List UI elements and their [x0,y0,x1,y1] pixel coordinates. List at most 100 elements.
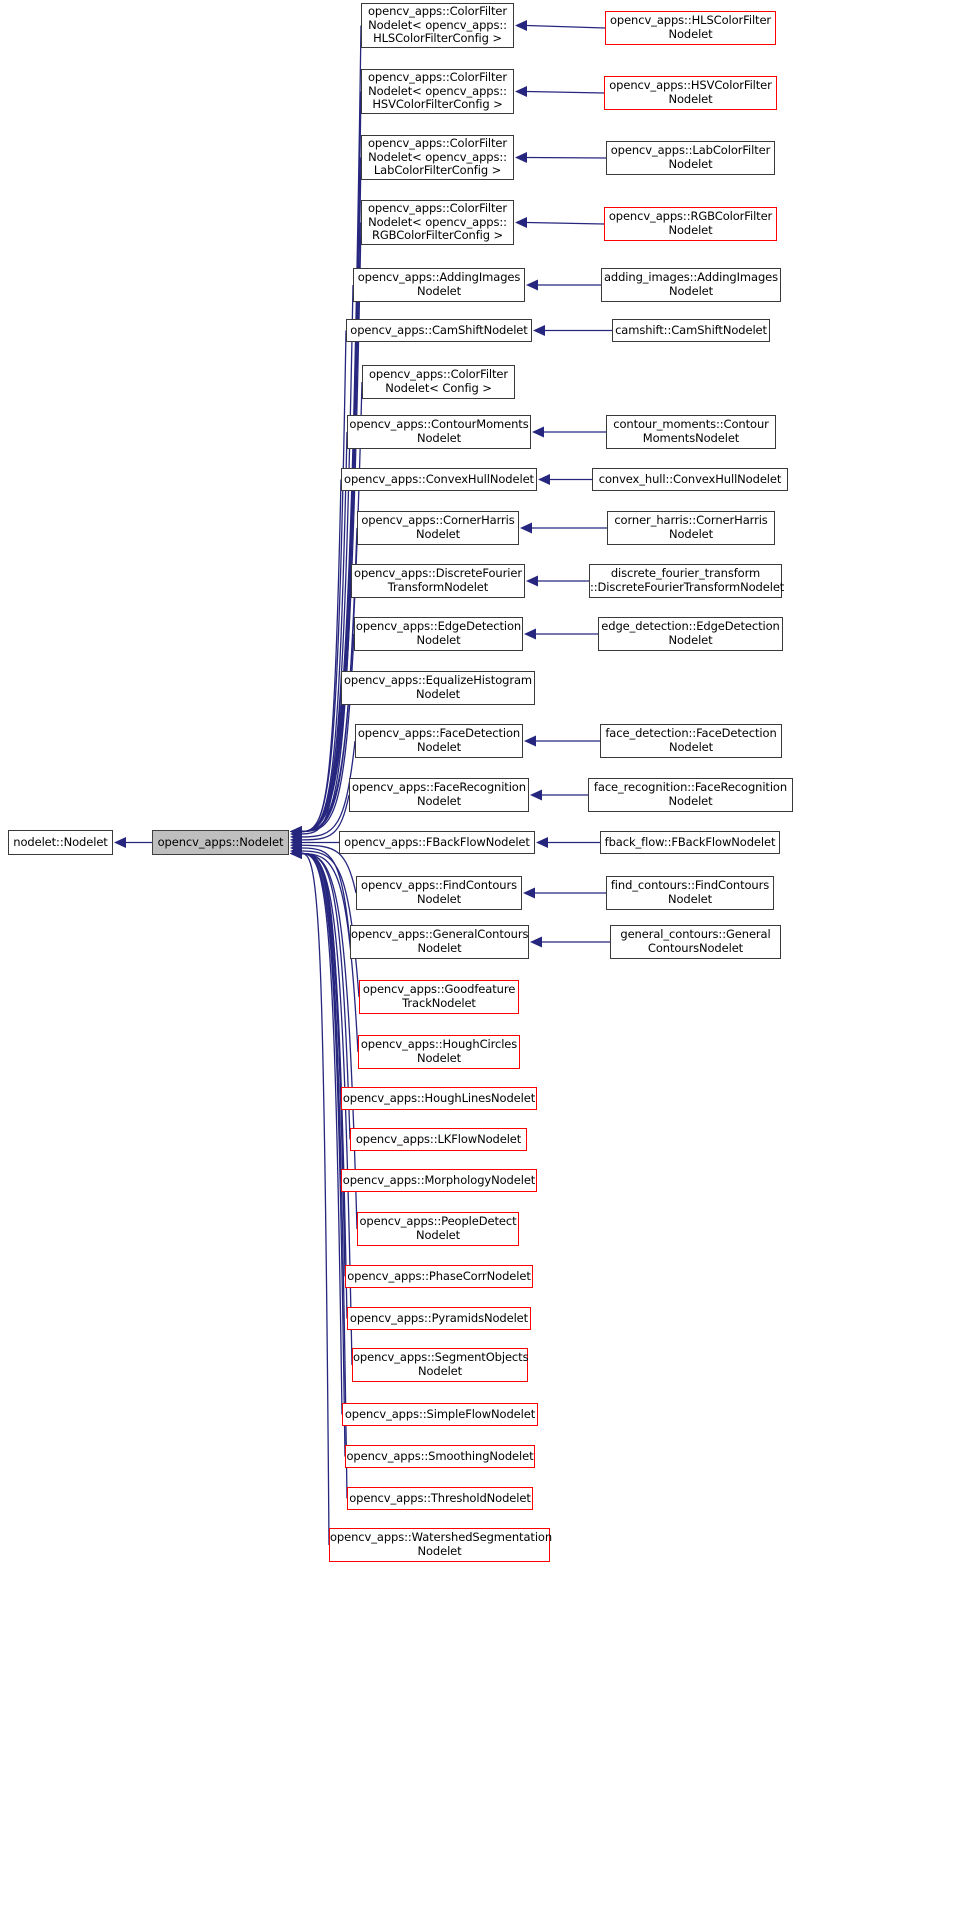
edge-middle-contour_moments [301,431,348,833]
arrowhead-right-r_convex_hull [538,474,550,485]
arrowhead-middle-hough_circles [290,848,302,859]
class-node-r_edge_detection[interactable]: edge_detection::EdgeDetection Nodelet [598,617,783,651]
arrowhead-middle-threshold [290,848,302,859]
class-node-label: opencv_apps::DiscreteFourier TransformNo… [354,566,522,594]
class-node-label: corner_harris::CornerHarris Nodelet [614,513,768,541]
class-node-label: opencv_apps::EdgeDetection Nodelet [355,619,522,647]
class-node-general_contours[interactable]: opencv_apps::GeneralContours Nodelet [350,925,529,959]
class-node-r_convex_hull[interactable]: convex_hull::ConvexHullNodelet [592,468,788,491]
class-node-fback_flow[interactable]: opencv_apps::FBackFlowNodelet [339,831,535,854]
class-node-r_lab[interactable]: opencv_apps::LabColorFilter Nodelet [606,141,775,175]
class-node-camshift[interactable]: opencv_apps::CamShiftNodelet [346,319,532,342]
edge-middle-face_detection [301,740,356,838]
class-node-simple_flow[interactable]: opencv_apps::SimpleFlowNodelet [342,1403,538,1426]
class-node-smoothing[interactable]: opencv_apps::SmoothingNodelet [345,1445,535,1468]
class-node-discrete_fourier[interactable]: opencv_apps::DiscreteFourier TransformNo… [351,564,525,598]
class-node-contour_moments[interactable]: opencv_apps::ContourMoments Nodelet [347,415,531,449]
edge-middle-smoothing [301,852,346,1457]
class-node-colorfilter_lab[interactable]: opencv_apps::ColorFilter Nodelet< opencv… [361,135,514,180]
class-node-label: face_recognition::FaceRecognition Nodele… [593,780,788,808]
arrowhead-middle-equalize_histogram [290,828,302,840]
class-node-hough_lines[interactable]: opencv_apps::HoughLinesNodelet [341,1087,537,1110]
class-node-equalize_histogram[interactable]: opencv_apps::EqualizeHistogram Nodelet [341,671,535,705]
class-node-hough_circles[interactable]: opencv_apps::HoughCircles Nodelet [358,1035,520,1069]
class-node-label: opencv_apps::ColorFilter Nodelet< Config… [368,367,509,395]
arrowhead-middle-smoothing [290,848,302,859]
class-node-colorfilter_hsv[interactable]: opencv_apps::ColorFilter Nodelet< opencv… [361,69,514,114]
class-node-face_detection[interactable]: opencv_apps::FaceDetection Nodelet [355,724,523,758]
arrowhead-right-r_edge_detection [524,628,536,640]
class-node-r_fback_flow[interactable]: fback_flow::FBackFlowNodelet [600,831,780,854]
class-node-label: opencv_apps::PhaseCorrNodelet [347,1268,531,1283]
arrowhead-base [114,837,126,848]
class-node-pyramids[interactable]: opencv_apps::PyramidsNodelet [347,1307,531,1330]
class-node-r_camshift[interactable]: camshift::CamShiftNodelet [612,319,770,342]
class-node-label: opencv_apps::HoughCircles Nodelet [360,1037,518,1065]
arrowhead-middle-goodfeature_track [290,845,302,857]
class-node-r_hls[interactable]: opencv_apps::HLSColorFilter Nodelet [605,11,776,45]
class-node-label: edge_detection::EdgeDetection Nodelet [601,619,780,647]
class-node-r_find_contours[interactable]: find_contours::FindContours Nodelet [606,876,774,910]
class-node-face_recognition[interactable]: opencv_apps::FaceRecognition Nodelet [349,778,529,812]
class-node-label: opencv_apps::FaceDetection Nodelet [357,726,521,754]
class-node-r_face_recognition[interactable]: face_recognition::FaceRecognition Nodele… [588,778,793,812]
arrowhead-middle-simple_flow [290,848,302,859]
arrowhead-right-r_face_recognition [530,789,542,801]
class-node-phase_corr[interactable]: opencv_apps::PhaseCorrNodelet [345,1265,533,1288]
class-node-segment_objects[interactable]: opencv_apps::SegmentObjects Nodelet [352,1348,529,1382]
class-node-threshold[interactable]: opencv_apps::ThresholdNodelet [347,1487,533,1510]
class-node-watershed[interactable]: opencv_apps::WatershedSegmentation Nodel… [329,1528,553,1562]
arrowhead-middle-fback_flow [290,837,302,848]
class-node-adding_images[interactable]: opencv_apps::AddingImages Nodelet [353,268,525,302]
class-node-people_detect[interactable]: opencv_apps::PeopleDetect Nodelet [357,1212,519,1246]
class-node-edge_detection[interactable]: opencv_apps::EdgeDetection Nodelet [354,617,523,651]
class-node-r_face_detection[interactable]: face_detection::FaceDetection Nodelet [600,724,782,758]
class-node-convex_hull[interactable]: opencv_apps::ConvexHullNodelet [341,468,537,491]
class-node-opencv_apps_nodelet[interactable]: opencv_apps::Nodelet [152,830,289,855]
class-node-r_discrete_fourier[interactable]: discrete_fourier_transform ::DiscreteFou… [589,564,784,598]
class-node-label: find_contours::FindContours Nodelet [610,878,770,906]
arrowhead-middle-adding_images [290,826,302,837]
class-node-label: opencv_apps::CornerHarris Nodelet [361,513,515,541]
arrowhead-middle-colorfilter_hsv [290,826,302,837]
arrowhead-right-r_camshift [533,325,545,336]
class-node-goodfeature_track[interactable]: opencv_apps::Goodfeature TrackNodelet [359,980,519,1014]
class-node-colorfilter_hls[interactable]: opencv_apps::ColorFilter Nodelet< opencv… [361,3,514,48]
class-node-label: opencv_apps::ThresholdNodelet [349,1490,531,1505]
class-node-label: opencv_apps::Goodfeature TrackNodelet [362,982,516,1010]
arrowhead-middle-find_contours [290,839,302,851]
arrowhead-middle-corner_harris [290,826,302,837]
arrowhead-middle-colorfilter_hls [290,826,302,837]
class-node-r_general_contours[interactable]: general_contours::General ContoursNodele… [610,925,781,959]
class-node-colorfilter_config[interactable]: opencv_apps::ColorFilter Nodelet< Config… [362,365,515,399]
class-node-colorfilter_rgb[interactable]: opencv_apps::ColorFilter Nodelet< opencv… [361,200,514,245]
class-node-lk_flow[interactable]: opencv_apps::LKFlowNodelet [350,1128,527,1151]
class-node-label: opencv_apps::RGBColorFilter Nodelet [608,209,773,237]
class-node-morphology[interactable]: opencv_apps::MorphologyNodelet [341,1169,537,1192]
edge-middle-colorfilter_hsv [301,91,362,833]
class-node-find_contours[interactable]: opencv_apps::FindContours Nodelet [356,876,522,910]
class-node-label: opencv_apps::EqualizeHistogram Nodelet [343,673,533,701]
class-node-r_rgb[interactable]: opencv_apps::RGBColorFilter Nodelet [604,207,777,241]
class-node-nodelet_nodelet[interactable]: nodelet::Nodelet [8,830,113,855]
class-node-r_corner_harris[interactable]: corner_harris::CornerHarris Nodelet [607,511,775,545]
arrowhead-right-r_general_contours [530,936,542,948]
class-node-label: opencv_apps::WatershedSegmentation Nodel… [330,1530,553,1558]
class-node-label: opencv_apps::LabColorFilter Nodelet [610,143,771,171]
class-node-label: opencv_apps::ContourMoments Nodelet [349,417,529,445]
class-node-label: opencv_apps::CamShiftNodelet [350,322,528,337]
class-node-r_hsv[interactable]: opencv_apps::HSVColorFilter Nodelet [604,76,777,110]
class-node-label: opencv_apps::FBackFlowNodelet [344,834,530,849]
class-node-label: adding_images::AddingImages Nodelet [603,270,779,298]
class-node-r_adding[interactable]: adding_images::AddingImages Nodelet [601,268,781,302]
class-node-corner_harris[interactable]: opencv_apps::CornerHarris Nodelet [357,511,519,545]
arrowhead-middle-colorfilter_lab [290,826,302,837]
arrowhead-right-r_lab [515,152,527,163]
arrowhead-right-r_corner_harris [520,522,532,534]
class-node-r_contour_moments[interactable]: contour_moments::Contour MomentsNodelet [606,415,776,449]
edge-middle-hough_lines [301,852,342,1099]
arrowhead-middle-people_detect [290,848,302,859]
edge-middle-equalize_histogram [301,687,342,835]
class-node-label: convex_hull::ConvexHullNodelet [598,471,782,486]
edge-middle-colorfilter_rgb [301,222,362,833]
